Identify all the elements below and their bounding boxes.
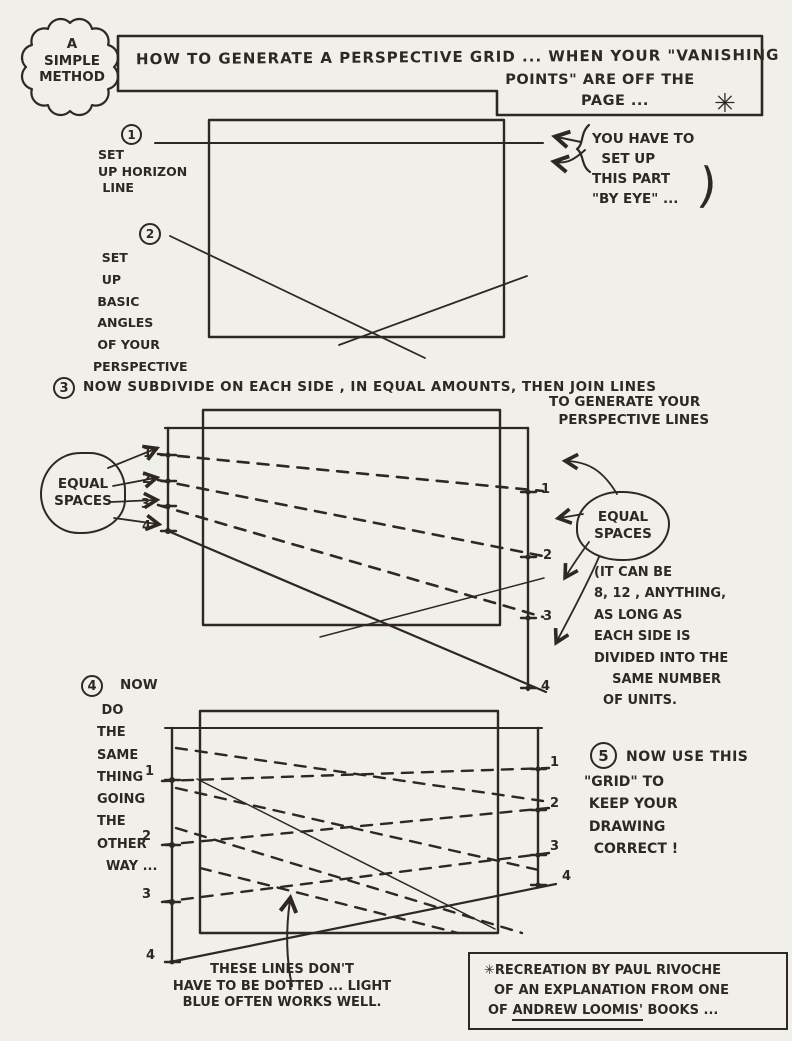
fig3-left-tick-4: 4 <box>142 519 152 534</box>
by-eye-paren: ) <box>695 157 720 215</box>
step3-number: 3 <box>53 377 75 399</box>
fig3-left-tick-1: 1 <box>143 446 153 461</box>
badge-label: A SIMPLE METHOD <box>39 36 105 85</box>
fig3-subdivide <box>107 408 618 694</box>
step5-line1: NOW USE THIS <box>626 749 749 765</box>
credit-box: ✳RECREATION BY PAUL RIVOCHE OF AN EXPLAN… <box>468 952 788 1030</box>
step5-number: 5 <box>590 742 617 769</box>
credit-line3: OF ANDREW LOOMIS' BOOKS ... <box>484 1001 778 1021</box>
by-eye-arrows <box>550 123 592 174</box>
fig3-right-tick-3: 3 <box>543 609 553 624</box>
credit-line3-post: BOOKS ... <box>643 1003 719 1018</box>
fig3-right-tick-4: 4 <box>541 679 551 694</box>
page-title-line2: POINTS" ARE OFF THE <box>505 72 695 88</box>
equal-spaces-bubble-right: EQUAL SPACES <box>576 491 670 561</box>
page-title-line3: PAGE ... <box>581 93 649 109</box>
dotted-lines-note: THESE LINES DON'T HAVE TO BE DOTTED ... … <box>172 962 392 1010</box>
credit-line2: OF AN EXPLANATION FROM ONE <box>494 983 730 998</box>
fig1-horizon-setup <box>154 118 544 359</box>
page-title-line1: HOW TO GENERATE A PERSPECTIVE GRID ... W… <box>135 45 780 69</box>
credit-line3-underlined: ANDREW LOOMIS' <box>512 1003 643 1021</box>
step3-label: NOW SUBDIVIDE ON EACH SIDE , IN EQUAL AM… <box>83 379 657 395</box>
step4-number: 4 <box>81 675 103 697</box>
fig3-left-tick-3: 3 <box>141 497 151 512</box>
fig4-grid <box>160 709 558 987</box>
fig4-left-tick-1: 1 <box>145 764 155 779</box>
step4-label-first: NOW <box>120 677 158 693</box>
credit-asterisk: ✳ <box>484 963 495 978</box>
credit-line1-text: RECREATION BY PAUL RIVOCHE <box>494 963 721 978</box>
credit-line1: ✳RECREATION BY PAUL RIVOCHE <box>484 961 778 981</box>
fig4-right-tick-1: 1 <box>550 755 560 770</box>
fig3-right-tick-2: 2 <box>543 548 553 563</box>
step1-label: SET UP HORIZON LINE <box>98 147 188 195</box>
units-note: (IT CAN BE 8, 12 , ANYTHING, AS LONG AS … <box>594 565 729 709</box>
by-eye-note: YOU HAVE TO SET UP THIS PART "BY EYE" ..… <box>592 131 695 207</box>
fig3-right-tick-1: 1 <box>541 482 551 497</box>
fig4-right-tick-3: 3 <box>550 839 560 854</box>
step1-number: 1 <box>121 124 142 145</box>
step3-label2: TO GENERATE YOUR PERSPECTIVE LINES <box>549 394 710 428</box>
fig4-right-tick-2: 2 <box>550 796 560 811</box>
step2-number: 2 <box>139 223 161 245</box>
fig4-left-tick-4: 4 <box>146 948 156 963</box>
equal-spaces-bubble-left: EQUAL SPACES <box>40 452 126 534</box>
step5-rest: "GRID" TO KEEP YOUR DRAWING CORRECT ! <box>584 774 679 857</box>
fig4-right-tick-4: 4 <box>562 869 572 884</box>
step4-label-rest: DO THE SAME THING GOING THE OTHER WAY ..… <box>97 703 158 875</box>
title-asterisk: ✳ <box>714 89 736 119</box>
fig3-left-tick-2: 2 <box>142 472 152 487</box>
step2-label: SET UP BASIC ANGLES OF YOUR PERSPECTIVE <box>93 250 188 374</box>
fig4-left-tick-3: 3 <box>142 887 152 902</box>
credit-line3-pre: OF <box>488 1003 513 1018</box>
fig4-left-tick-2: 2 <box>142 829 152 844</box>
